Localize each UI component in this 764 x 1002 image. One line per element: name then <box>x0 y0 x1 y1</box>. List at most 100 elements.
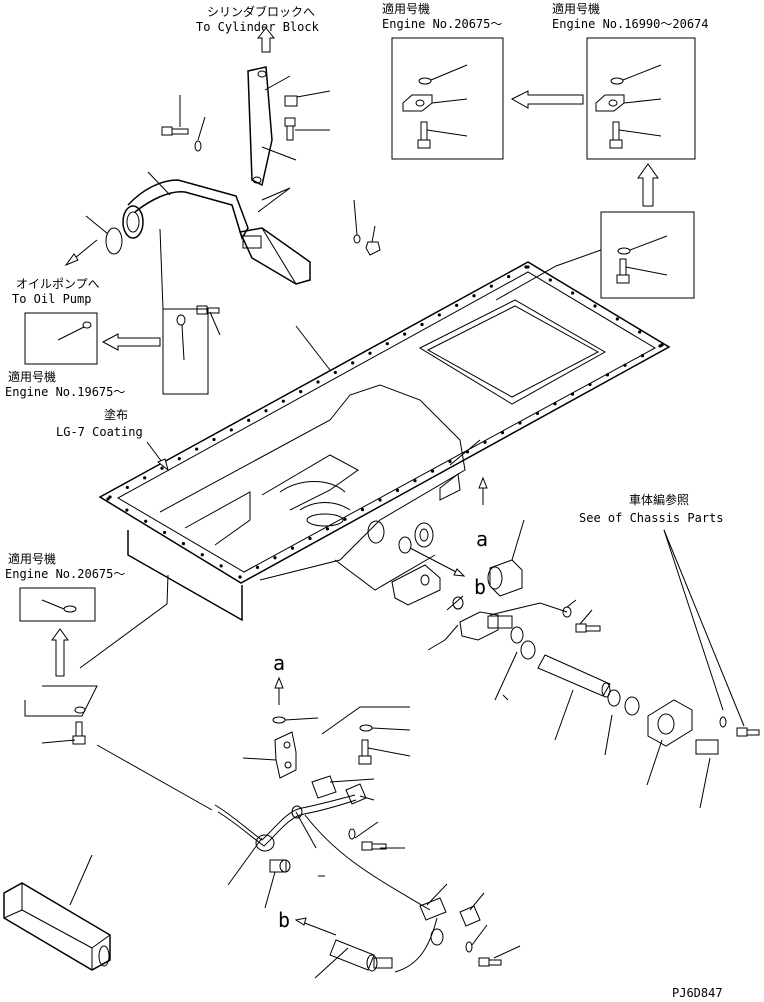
diagram-code: PJ6D847 <box>672 986 723 1000</box>
variant-box-19675-detail <box>162 308 209 395</box>
arrow-up-icon-2 <box>637 163 659 207</box>
bolt-hole <box>316 380 320 384</box>
washer-icon-5 <box>353 234 361 244</box>
to-oil-pump-jp: オイルポンプへ <box>16 277 100 291</box>
washer-icon-6 <box>82 321 92 329</box>
arrow-up-icon-4 <box>51 628 69 677</box>
bolt-hole <box>264 409 268 413</box>
bolt-hole <box>638 330 642 334</box>
bolt-hole <box>593 304 597 308</box>
arrow-up-icon <box>256 27 276 53</box>
washer-icon-13 <box>359 724 373 732</box>
sensor-connector-2 <box>419 897 481 927</box>
drain-elbow <box>459 611 513 641</box>
chassis-ref-en: See of Chassis Parts <box>579 511 724 525</box>
clamp-icon <box>510 626 536 660</box>
arrow-diagonal-icon-3 <box>409 547 466 577</box>
suction-pipe <box>122 66 311 285</box>
variant-box-lower <box>600 211 695 299</box>
bolt-hole <box>507 274 511 279</box>
applicable-label-2: 適用号機 <box>552 1 600 16</box>
bolt-hole <box>181 541 186 546</box>
bolt-hole <box>106 497 110 501</box>
arrow-up-icon-3 <box>478 476 488 505</box>
arrow-left-icon <box>510 90 584 109</box>
bolt-icon-7 <box>575 623 601 633</box>
bolt-hole <box>448 459 452 464</box>
bolt-hole <box>518 421 522 425</box>
variant-box-20675 <box>391 37 504 160</box>
bolt-hole <box>420 322 424 327</box>
flange-bolt-holes <box>106 265 664 579</box>
bolt-hole <box>144 519 148 523</box>
nut-icon <box>284 95 298 107</box>
bolt-hole <box>385 342 389 346</box>
bolt-hole <box>325 527 330 531</box>
bolt-hole <box>360 508 365 512</box>
bolt-hole <box>660 343 664 347</box>
variant-box-19675 <box>24 312 98 365</box>
drain-cock <box>647 699 719 755</box>
bolt-hole <box>125 508 129 512</box>
bolt-hole <box>615 317 619 321</box>
arrow-diagonal-icon-2 <box>146 441 169 472</box>
dipstick-guide <box>3 882 111 971</box>
washer-icon-14 <box>348 828 356 840</box>
bolt-icon <box>417 121 431 149</box>
bolt-hole <box>343 517 347 521</box>
bolt-hole <box>378 498 382 502</box>
sensor-harness <box>214 794 438 973</box>
bolt-hole <box>413 479 417 483</box>
washer-icon-10 <box>63 605 77 613</box>
arrow-left-icon-2 <box>101 333 161 351</box>
arrow-diagonal-icon <box>64 239 98 267</box>
bolt-hole <box>548 278 552 282</box>
bolt-hole <box>640 354 645 358</box>
bolt-hole <box>229 428 233 432</box>
engine-range-20675-top: Engine No.20675～ <box>382 17 502 31</box>
ref-a-top: a <box>476 527 488 551</box>
bolt-hole <box>553 402 557 406</box>
bolt-hole <box>623 363 627 367</box>
variant-box-16990 <box>586 37 696 160</box>
bolt-hole <box>333 370 337 375</box>
washer-icon-11 <box>74 706 86 714</box>
coating-jp: 塗布 <box>104 407 128 422</box>
bolt-hole <box>430 469 435 473</box>
bolt-hole <box>570 392 575 396</box>
bolt-icon-6 <box>196 305 220 315</box>
bolt-hole <box>160 466 164 470</box>
bolt-hole <box>472 294 476 298</box>
to-cylinder-block-jp: シリンダブロックへ <box>207 4 315 19</box>
bolt-icon-9 <box>72 721 86 745</box>
washer-icon-15 <box>465 941 473 953</box>
bolt-hole <box>571 291 575 295</box>
engine-range-16990-20674: Engine No.16990～20674 <box>552 17 709 31</box>
bracket-icon <box>402 94 433 112</box>
bolt-hole <box>177 457 181 461</box>
sensor-plug <box>269 859 291 873</box>
bolt-icon-5 <box>284 117 296 141</box>
bolt-icon-10 <box>358 739 372 765</box>
variant-box-20675-lower <box>19 587 96 622</box>
bolt-hole <box>212 437 216 442</box>
bracket-icon-2 <box>595 94 625 112</box>
ref-a-bottom: a <box>273 651 285 675</box>
bolt-icon-12 <box>478 957 502 967</box>
bolt-hole <box>437 313 441 317</box>
sensor-bracket <box>274 731 297 779</box>
bolt-hole <box>290 546 295 550</box>
drain-hose <box>537 654 611 698</box>
washer-icon-3 <box>617 247 631 255</box>
bolt-hole <box>403 332 407 336</box>
bolt-hole <box>281 399 285 403</box>
bolt-icon-4 <box>161 126 189 136</box>
engine-range-19675: Engine No.19675～ <box>5 385 125 399</box>
clamp-icon-2 <box>607 689 640 716</box>
ref-b-bottom: b <box>278 908 290 932</box>
bolt-hole <box>125 485 129 490</box>
bolt-hole <box>238 575 242 579</box>
bolt-hole <box>308 536 312 541</box>
bolt-icon-2 <box>609 121 623 149</box>
